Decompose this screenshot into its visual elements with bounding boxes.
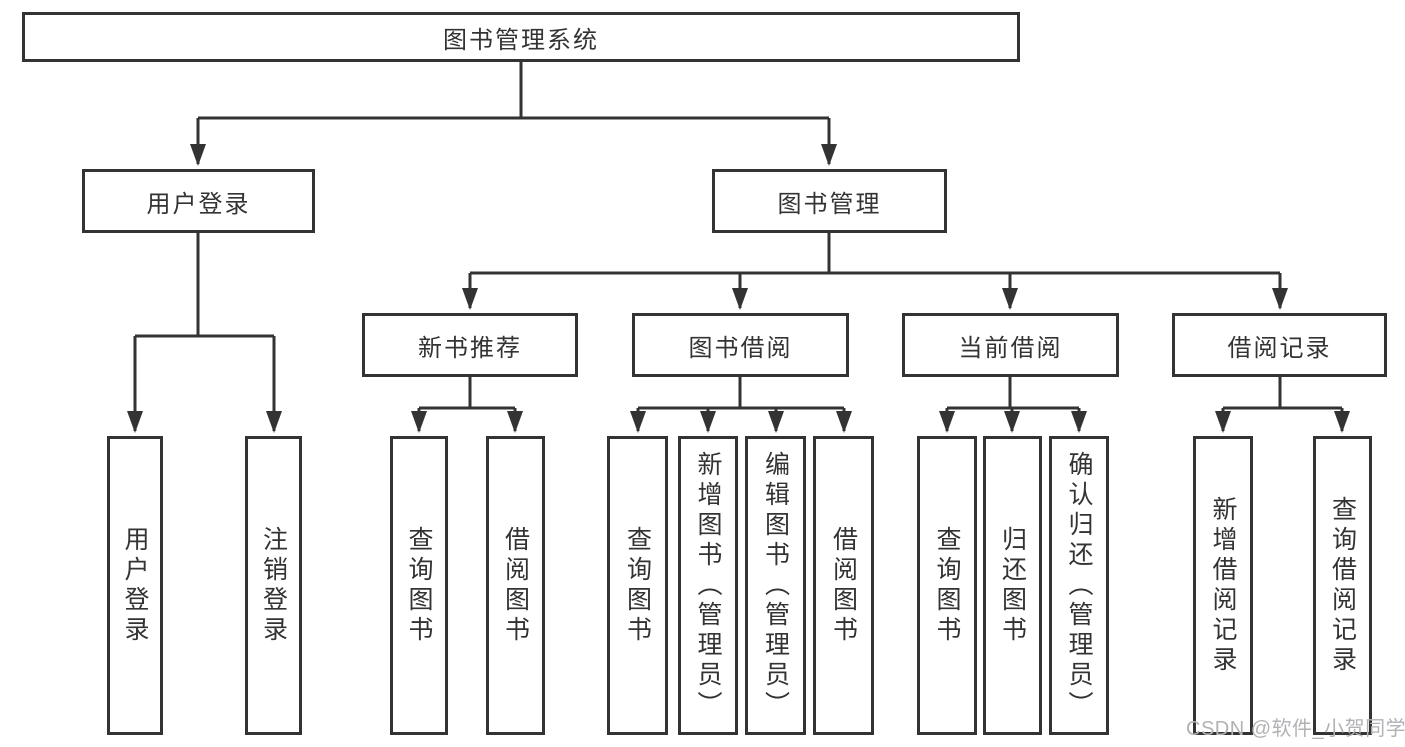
node-label: 查询图书	[405, 525, 433, 646]
node-label: 图书借阅	[688, 334, 793, 362]
node-label: 借阅图书	[501, 525, 530, 646]
leaf-user-login: 用户登录	[107, 436, 163, 735]
node-label: 查询图书	[623, 525, 652, 646]
node-label: 图书管理	[777, 190, 882, 218]
leaf-borrow-books-recommend: 借阅图书	[486, 436, 545, 735]
leaf-return-books: 归还图书	[983, 436, 1042, 735]
csdn-watermark: CSDN @软件_小贺同学	[1186, 718, 1405, 740]
node-label: 图书管理系统	[443, 26, 599, 54]
node-label: 新增图书（管理员）	[694, 450, 722, 721]
node-label: 查询借阅记录	[1328, 495, 1357, 676]
connector-root-to-level2	[190, 62, 837, 166]
leaf-query-borrow-record: 查询借阅记录	[1313, 436, 1372, 735]
node-current-borrow: 当前借阅	[902, 313, 1119, 377]
node-label: 用户登录	[146, 190, 251, 218]
leaf-borrow-books: 借阅图书	[813, 436, 874, 735]
node-label: 确认归还（管理员）	[1065, 450, 1093, 721]
node-new-book-recommend: 新书推荐	[362, 313, 578, 377]
node-user-login: 用户登录	[82, 169, 315, 233]
node-label: 新书推荐	[418, 334, 522, 362]
leaf-query-books-borrow: 查询图书	[607, 436, 668, 735]
node-root-system: 图书管理系统	[22, 12, 1020, 62]
leaf-add-books-admin: 新增图书（管理员）	[678, 436, 738, 735]
connector-book-borrow-to-leaves	[630, 377, 852, 433]
node-label: 编辑图书（管理员）	[761, 450, 790, 721]
leaf-add-borrow-record: 新增借阅记录	[1193, 436, 1253, 735]
node-label: 新增借阅记录	[1209, 495, 1237, 676]
node-borrow-records: 借阅记录	[1172, 313, 1387, 377]
node-label: 查询图书	[933, 525, 961, 646]
node-book-management: 图书管理	[712, 169, 947, 233]
leaf-confirm-return-admin: 确认归还（管理员）	[1049, 436, 1109, 735]
connector-current-borrow-to-leaves	[939, 377, 1087, 433]
leaf-edit-books-admin: 编辑图书（管理员）	[745, 436, 806, 735]
connector-new-book-recommend-to-leaves	[411, 377, 523, 433]
node-label: 注销登录	[259, 525, 288, 646]
node-label: 当前借阅	[958, 334, 1063, 362]
node-label: 借阅记录	[1227, 334, 1332, 362]
leaf-query-books-current: 查询图书	[917, 436, 977, 735]
connector-book-management-to-modules	[462, 233, 1288, 310]
leaf-query-books-recommend: 查询图书	[390, 436, 448, 735]
node-label: 归还图书	[998, 525, 1027, 646]
connector-user-login-to-leaves	[127, 233, 282, 433]
node-label: 用户登录	[121, 525, 149, 646]
leaf-logout: 注销登录	[245, 436, 302, 735]
node-book-borrow: 图书借阅	[632, 313, 849, 377]
node-label: 借阅图书	[829, 525, 858, 646]
connector-borrow-records-to-leaves	[1215, 377, 1350, 433]
